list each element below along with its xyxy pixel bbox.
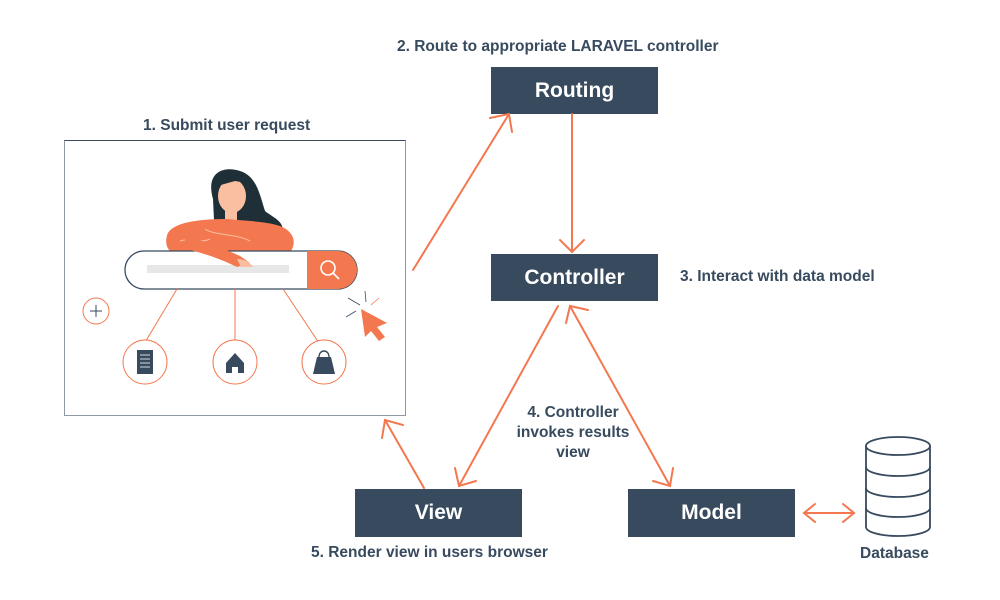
- arrow-routing-to-controller: [559, 113, 585, 254]
- magnifier-icon: [320, 260, 336, 276]
- database-icon: [865, 436, 931, 537]
- home-icon: [226, 353, 244, 373]
- plus-icon: [82, 297, 110, 325]
- search-input-placeholder: [147, 265, 289, 273]
- pointer-cursor-icon: [345, 290, 387, 341]
- step-3-label: 3. Interact with data model: [680, 268, 875, 285]
- step-4-line-1: 4. Controller: [527, 404, 619, 421]
- arrow-model-database: [802, 503, 856, 523]
- arrow-controller-to-view: [454, 305, 559, 488]
- user-search-illustration: [82, 169, 387, 385]
- search-button: [307, 251, 357, 289]
- woman-arm: [185, 236, 250, 267]
- database-label: Database: [860, 545, 929, 562]
- step-4-line-2: invokes results: [516, 424, 630, 441]
- controller-node: Controller: [491, 254, 658, 301]
- shopping-bag-icon: [313, 350, 335, 374]
- step-5-label: 5. Render view in users browser: [311, 544, 548, 561]
- arrow-browser-to-routing: [412, 112, 513, 271]
- model-node: Model: [628, 489, 795, 537]
- step-4-label: 4. Controller invokes results view: [513, 403, 633, 463]
- view-node: View: [355, 489, 522, 537]
- step-2-label: 2. Route to appropriate LARAVEL controll…: [397, 38, 719, 55]
- browser-window: [64, 140, 406, 416]
- routing-node: Routing: [491, 67, 658, 114]
- step-1-label: 1. Submit user request: [143, 117, 311, 134]
- woman-face: [218, 179, 246, 213]
- document-icon: [137, 350, 153, 374]
- step-4-line-3: view: [556, 444, 590, 461]
- arrow-controller-model: [565, 304, 674, 488]
- arrow-view-to-browser: [381, 418, 425, 489]
